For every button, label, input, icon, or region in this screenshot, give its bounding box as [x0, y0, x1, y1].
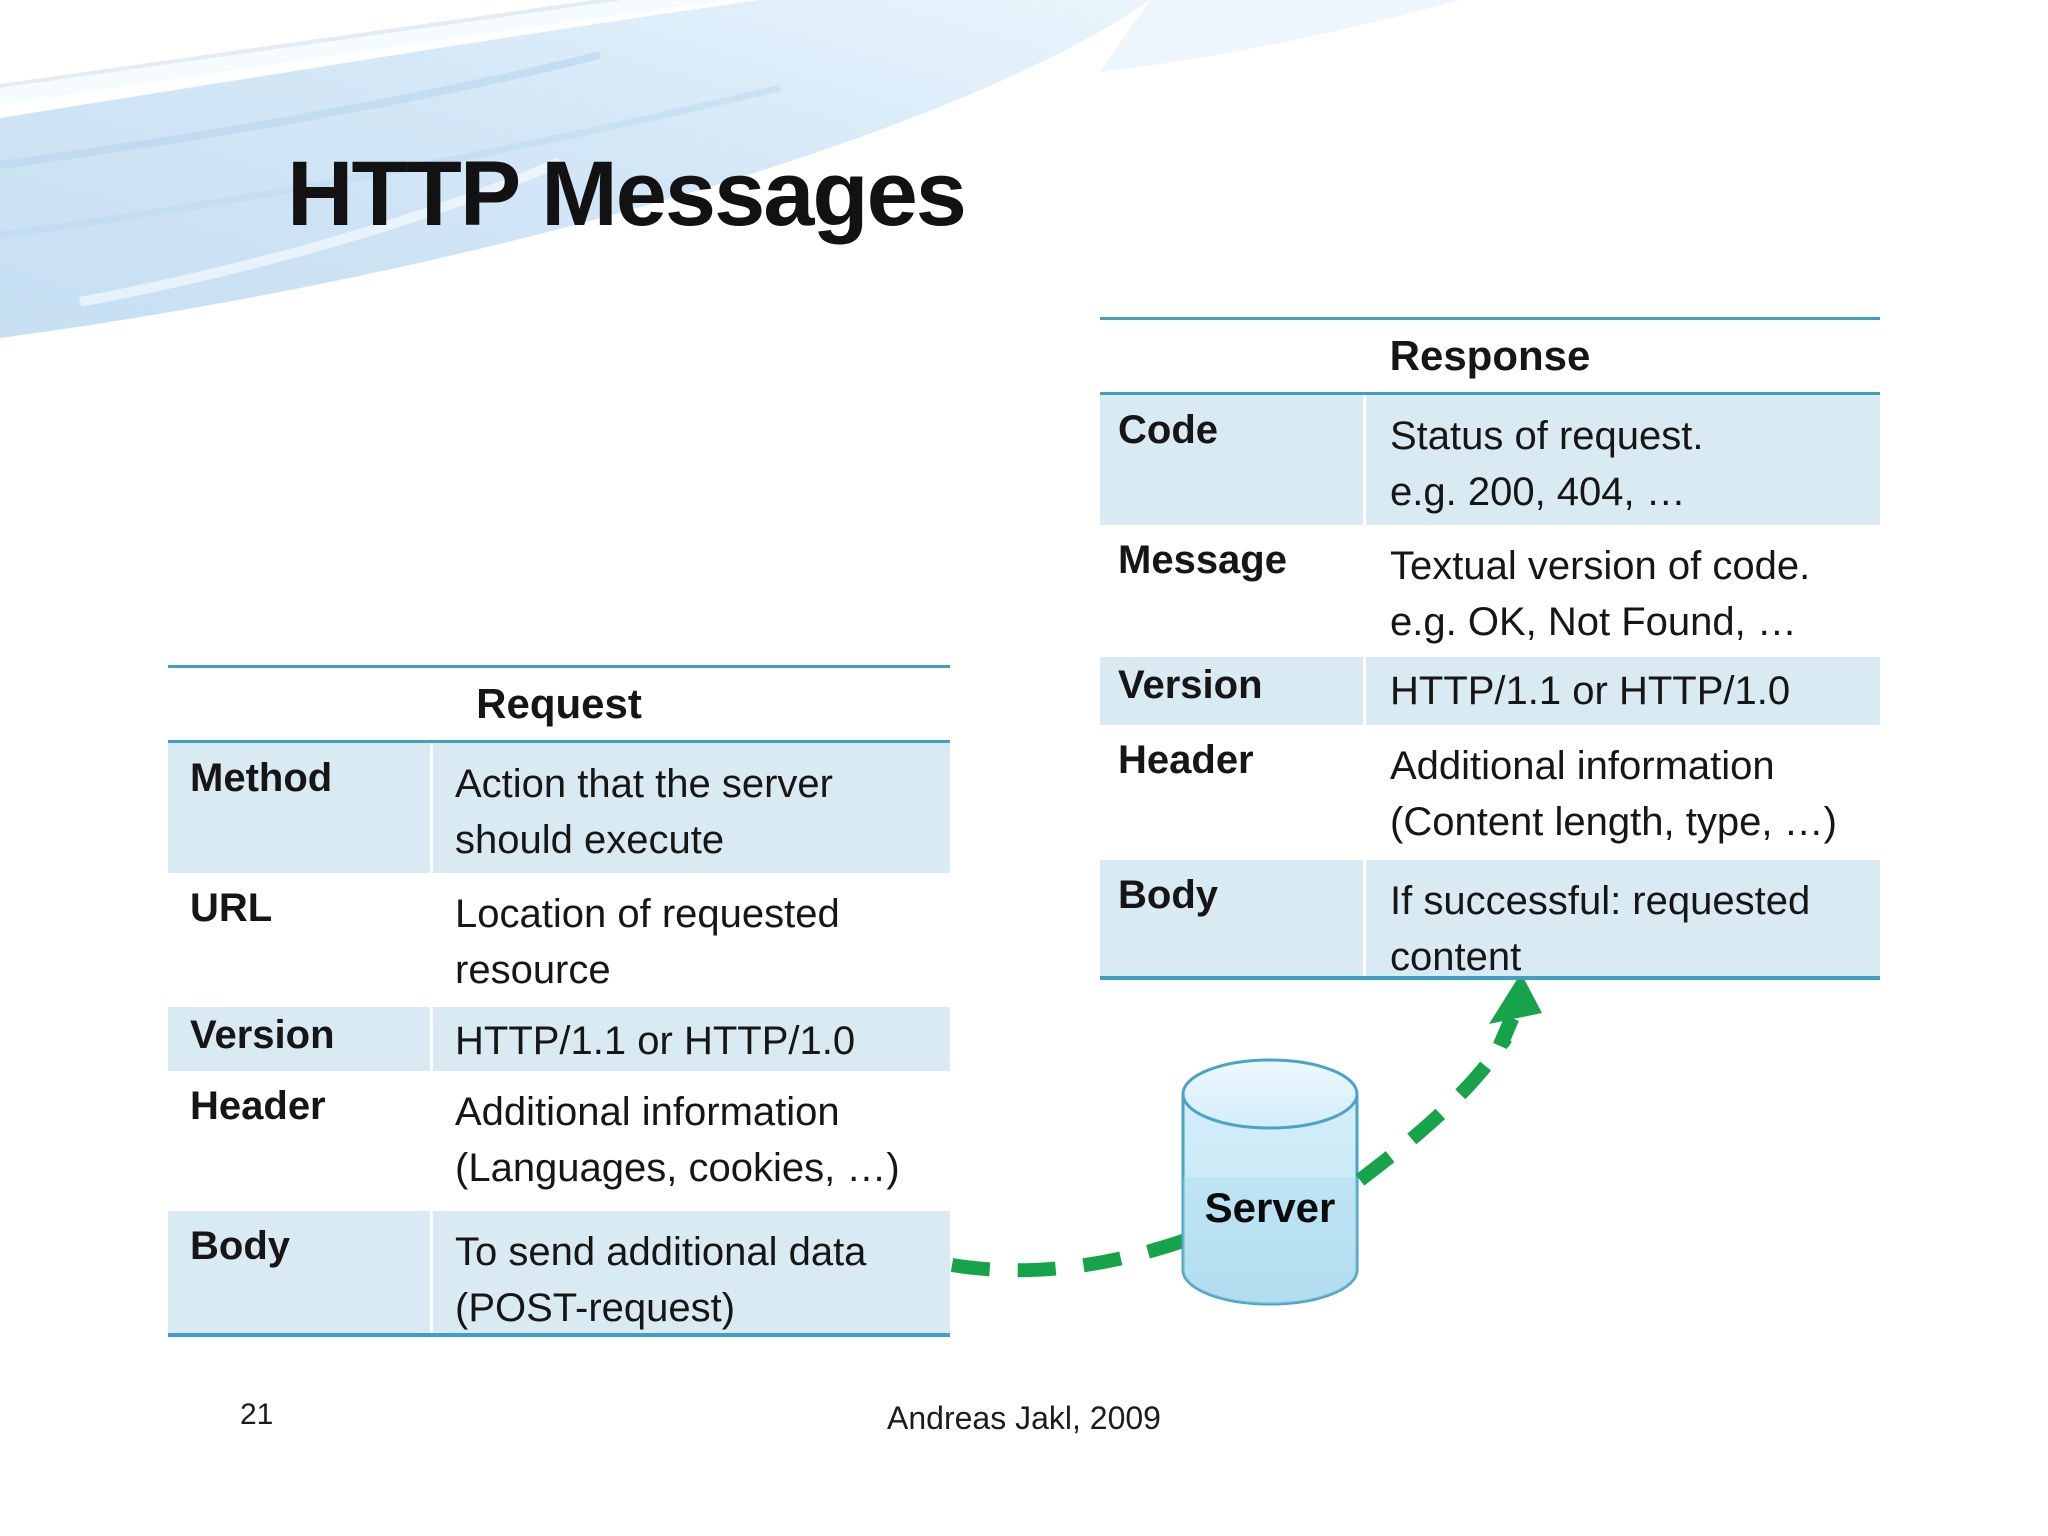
row-description: Location of requested resource — [455, 892, 840, 992]
row-label: URL — [168, 873, 433, 1007]
row-label: Version — [168, 1007, 433, 1071]
table-row: Version HTTP/1.1 or HTTP/1.0 — [168, 1007, 950, 1071]
server-cylinder — [1181, 1058, 1359, 1306]
table-row: Body If successful: requested content — [1100, 860, 1880, 979]
row-description: Additional information (Content length, … — [1390, 744, 1837, 844]
row-label: Version — [1100, 657, 1366, 725]
table-row: Version HTTP/1.1 or HTTP/1.0 — [1100, 657, 1880, 725]
table-row: URL Location of requested resource — [168, 873, 950, 1007]
table-row: Code Status of request. e.g. 200, 404, … — [1100, 395, 1880, 525]
page-number: 21 — [240, 1398, 274, 1431]
response-table-header: Response — [1100, 320, 1880, 395]
table-row: Body To send additional data (POST-reque… — [168, 1211, 950, 1333]
row-label: Header — [168, 1071, 433, 1211]
row-label: Message — [1100, 525, 1366, 657]
row-description: Action that the server should execute — [455, 762, 833, 862]
response-table: Response Code Status of request. e.g. 20… — [1100, 317, 1880, 980]
server-to-response-arrow — [1355, 973, 1542, 1186]
request-to-server-arrow — [950, 1233, 1189, 1278]
table-row: Header Additional information (Content l… — [1100, 725, 1880, 860]
row-description: Additional information (Languages, cooki… — [455, 1090, 900, 1190]
row-description: If successful: requested content — [1390, 879, 1811, 979]
server-label: Server — [1204, 1184, 1336, 1231]
row-label: Method — [168, 743, 433, 873]
row-description: HTTP/1.1 or HTTP/1.0 — [455, 1019, 856, 1063]
request-table-header: Request — [168, 668, 950, 743]
row-label: Code — [1100, 395, 1366, 525]
table-row: Method Action that the server should exe… — [168, 743, 950, 873]
table-row: Message Textual version of code. e.g. OK… — [1100, 525, 1880, 657]
arrowhead — [1489, 973, 1542, 1024]
footer-text: Andreas Jakl, 2009 — [887, 1400, 1161, 1436]
row-description: HTTP/1.1 or HTTP/1.0 — [1390, 669, 1791, 713]
row-label: Body — [1100, 860, 1366, 976]
row-description: Status of request. e.g. 200, 404, … — [1390, 414, 1704, 514]
row-label: Body — [168, 1211, 433, 1333]
decor-swirl — [0, 0, 1460, 338]
row-description: Textual version of code. e.g. OK, Not Fo… — [1390, 544, 1811, 644]
table-row: Header Additional information (Languages… — [168, 1071, 950, 1211]
page-title: HTTP Messages — [287, 143, 967, 245]
request-table: Request Method Action that the server sh… — [168, 665, 950, 1337]
row-label: Header — [1100, 725, 1366, 860]
row-description: To send additional data (POST-request) — [455, 1230, 867, 1330]
